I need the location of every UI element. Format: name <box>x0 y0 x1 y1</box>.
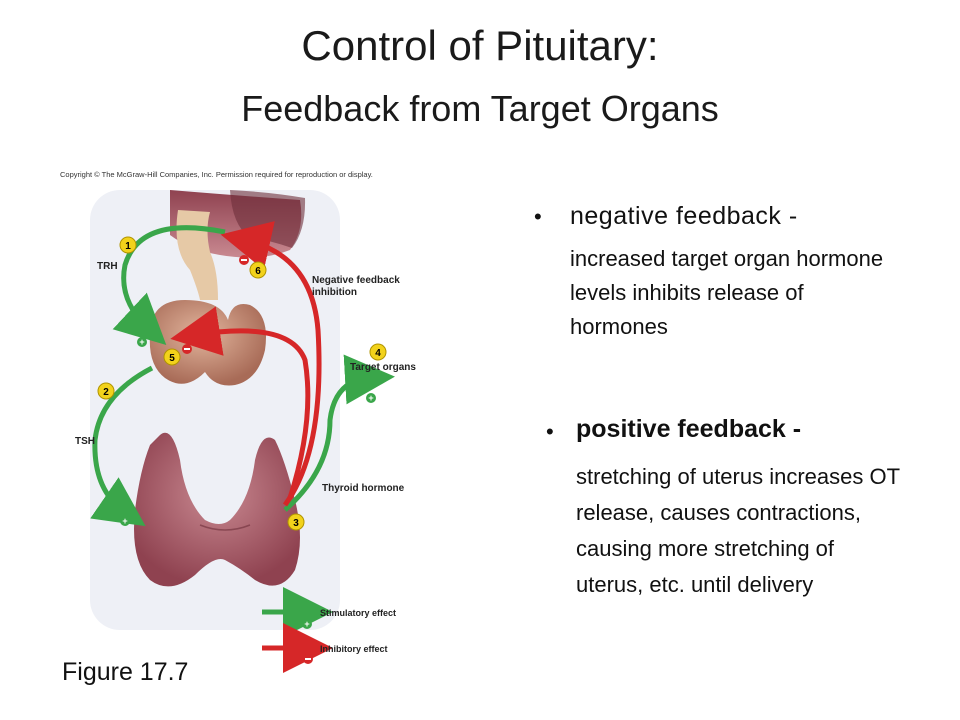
svg-text:1: 1 <box>125 241 131 252</box>
arrow-negative-feedback-pituitary <box>170 306 311 499</box>
minus-sign-icon <box>303 654 313 664</box>
svg-text:+: + <box>304 619 309 629</box>
plus-sign-icon: + <box>302 619 312 629</box>
bullet-text: stretching of uterus increases OT releas… <box>576 464 900 597</box>
figure-caption: Figure 17.7 <box>62 658 189 686</box>
label-tsh: TSH <box>75 436 95 447</box>
arrow-target-organs <box>283 354 395 512</box>
legend-inhibitory-label: Inhibitory effect <box>320 644 388 654</box>
svg-text:5: 5 <box>169 353 175 364</box>
plus-sign-icon: + <box>366 393 376 403</box>
minus-sign-icon <box>182 344 192 354</box>
svg-text:3: 3 <box>293 518 299 529</box>
svg-text:+: + <box>139 337 144 347</box>
thyroid-gland <box>134 432 300 587</box>
bullet-text: increased target organ hormone levels in… <box>570 246 884 339</box>
bullet-dot-icon: • <box>534 204 542 229</box>
step-badge-3: 3 <box>287 513 305 531</box>
label-negative-feedback: Negative feedback inhibition <box>312 275 400 298</box>
bullet-heading: positive feedback - <box>576 415 802 443</box>
svg-text:6: 6 <box>255 266 261 277</box>
pituitary-gland <box>149 300 266 386</box>
minus-sign-icon <box>239 255 249 265</box>
step-badge-4: 4 <box>369 343 387 361</box>
bullet-dot-icon: • <box>546 419 554 444</box>
step-badge-1: 1 <box>119 236 137 254</box>
slide-subtitle: Feedback from Target Organs <box>241 88 719 129</box>
step-badge-5: 5 <box>163 348 181 366</box>
legend-stimulatory-label: Stimulatory effect <box>320 608 397 618</box>
copyright-notice: Copyright © The McGraw-Hill Companies, I… <box>60 170 373 179</box>
pituitary-feedback-diagram: 1 6 5 4 2 3 + + + + <box>90 190 395 673</box>
arrow-trh <box>112 225 226 346</box>
arrow-tsh <box>90 365 154 527</box>
slide-title: Control of Pituitary: <box>301 22 659 69</box>
svg-text:4: 4 <box>375 348 381 359</box>
label-target-organs: Target organs <box>350 362 416 373</box>
label-thyroid-hormone: Thyroid hormone <box>322 483 405 494</box>
plus-sign-icon: + <box>137 337 147 347</box>
label-trh: TRH <box>97 261 118 272</box>
step-badge-6: 6 <box>249 261 267 279</box>
bullet-heading: negative feedback - <box>570 202 798 230</box>
step-badge-2: 2 <box>97 382 115 400</box>
svg-text:+: + <box>122 516 127 526</box>
plus-sign-icon: + <box>120 516 130 526</box>
svg-text:2: 2 <box>103 387 109 398</box>
svg-text:+: + <box>368 393 373 403</box>
legend: + <box>262 587 333 673</box>
pituitary-stalk <box>176 210 218 300</box>
arrow-negative-feedback-hypothalamus <box>220 221 322 507</box>
